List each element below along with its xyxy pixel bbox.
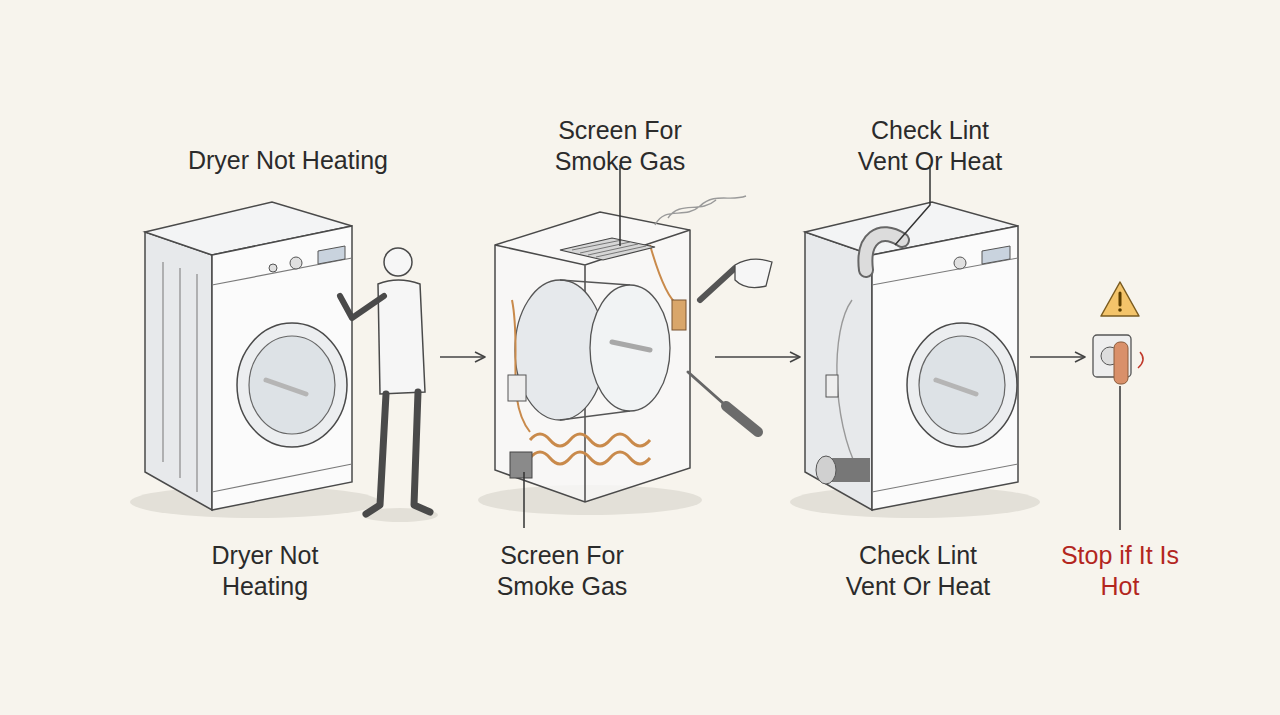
door	[907, 323, 1017, 447]
test-probe	[700, 268, 735, 300]
warning-mark	[1119, 293, 1122, 305]
wiring	[512, 245, 678, 432]
display	[318, 246, 345, 264]
leader-line	[524, 165, 620, 528]
duct-opening	[816, 456, 836, 484]
step-heading: Check Lint Vent Or Heat	[843, 115, 1018, 178]
smoke-wisp	[655, 196, 746, 225]
knob	[290, 257, 302, 269]
grille-slots	[572, 240, 646, 257]
dryer-front	[872, 226, 1018, 510]
dryer-front	[212, 226, 352, 510]
hand	[735, 259, 772, 287]
flow-arrow	[715, 356, 800, 358]
knob	[269, 264, 277, 272]
thermal-fuse	[672, 300, 686, 330]
panel-lines	[212, 258, 352, 492]
drum-paddle	[266, 380, 306, 394]
leader-line	[1119, 386, 1121, 530]
motion-mark	[1138, 352, 1143, 368]
door	[237, 323, 347, 447]
vent-duct-inner	[865, 234, 902, 270]
flow-arrow	[1030, 356, 1085, 358]
step-heading: Dryer Not Heating	[148, 145, 428, 176]
switch-toggle	[1114, 342, 1128, 384]
flow-arrow	[440, 356, 485, 358]
screwdriver-shaft	[688, 372, 724, 404]
person-head	[384, 248, 412, 276]
cutaway-edges	[495, 230, 690, 502]
door-glass	[249, 336, 335, 434]
step-caption: Dryer Not Heating	[175, 540, 355, 603]
cutaway-frame	[495, 212, 690, 502]
drum-paddle	[936, 380, 976, 394]
person-arm	[340, 296, 384, 318]
door-glass	[919, 336, 1005, 434]
warning-dot	[1118, 308, 1122, 312]
display	[982, 246, 1010, 264]
side-grooves	[163, 262, 197, 492]
step-panel: Check Lint Vent Or HeatCheck Lint Vent O…	[800, 100, 1030, 610]
drum-front	[590, 285, 670, 411]
screwdriver-handle	[726, 406, 758, 432]
step-caption: Screen For Smoke Gas	[475, 540, 650, 603]
knob	[954, 257, 966, 269]
step-caption: Check Lint Vent Or Heat	[831, 540, 1006, 603]
person-legs	[366, 392, 430, 514]
leader-line	[895, 165, 930, 245]
heating-coil	[530, 434, 650, 464]
top-grille	[560, 238, 655, 260]
thermostat	[826, 375, 838, 397]
vent-duct	[865, 234, 902, 270]
drum-paddle	[612, 342, 650, 350]
drum-cutaway	[837, 300, 858, 470]
step-panel: Screen For Smoke GasScreen For Smoke Gas	[485, 100, 715, 610]
step-heading: Stop if It Is Hot	[1058, 540, 1183, 603]
step-panel: Dryer Not HeatingDryer Not Heating	[140, 100, 440, 610]
dryer-side	[145, 232, 212, 510]
lint-filter	[510, 452, 532, 478]
step-panel: Stop if It Is Hot	[1085, 100, 1160, 610]
control-board	[508, 375, 526, 401]
panel-lines	[872, 258, 1018, 492]
warning-triangle	[1101, 282, 1139, 316]
step-heading: Screen For Smoke Gas	[533, 115, 708, 178]
